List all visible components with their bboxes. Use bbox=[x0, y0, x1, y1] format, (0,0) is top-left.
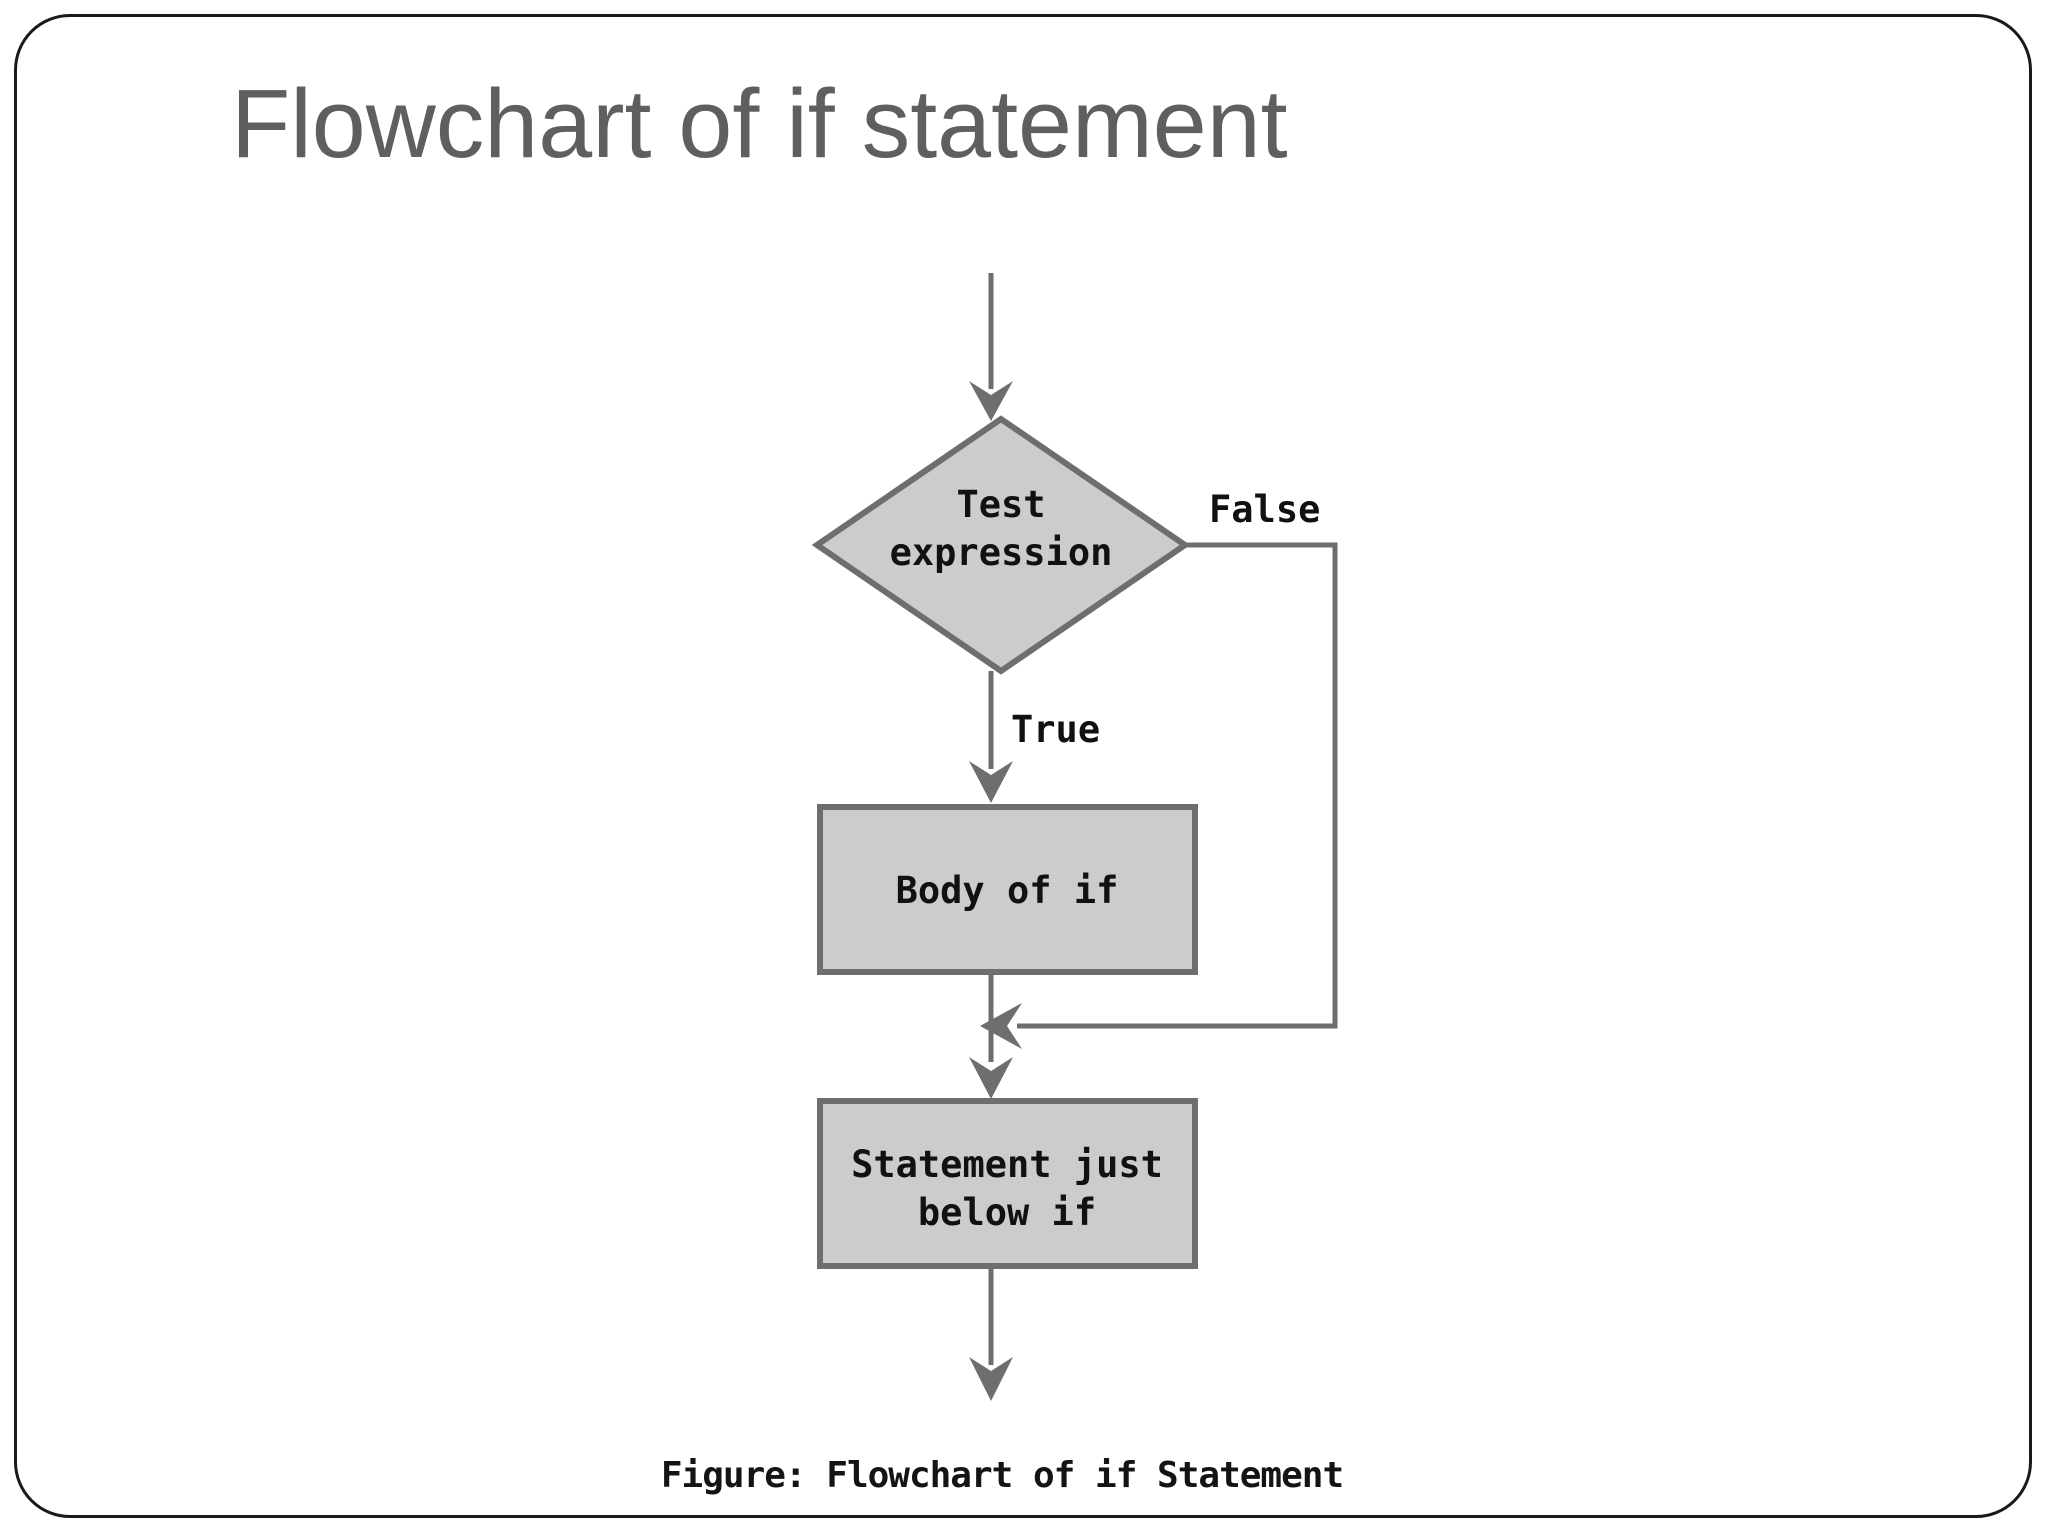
figure-caption: Figure: Flowchart of if Statement bbox=[661, 1455, 1343, 1496]
node-test-expression-line2: expression bbox=[890, 531, 1113, 574]
slide-frame: Flowchart of if statement Test expressio… bbox=[14, 14, 2032, 1518]
flowchart-figure: Test expression False True Body of if bbox=[17, 17, 2035, 1521]
flowchart-canvas: Test expression False True Body of if bbox=[661, 273, 1344, 1496]
node-statement-below-if[interactable]: Statement just below if bbox=[817, 1098, 1198, 1269]
edge-test-to-body-true: True bbox=[969, 671, 1100, 803]
edge-body-to-after bbox=[969, 972, 1013, 1099]
edge-test-to-after-false: False bbox=[980, 488, 1338, 1049]
page-title: Flowchart of if statement bbox=[231, 69, 1288, 178]
edge-after-to-exit bbox=[969, 1266, 1013, 1401]
node-test-expression-line1: Test bbox=[956, 483, 1045, 526]
edge-label-true: True bbox=[1011, 708, 1100, 751]
node-body-of-if[interactable]: Body of if bbox=[817, 804, 1198, 975]
node-test-expression[interactable]: Test expression bbox=[811, 415, 1191, 675]
node-statement-below-if-line2: below if bbox=[918, 1191, 1096, 1234]
node-body-of-if-label: Body of if bbox=[896, 869, 1119, 912]
edge-entry-to-test bbox=[969, 273, 1013, 421]
node-statement-below-if-line1: Statement just bbox=[851, 1143, 1163, 1186]
edge-label-false: False bbox=[1209, 488, 1320, 531]
